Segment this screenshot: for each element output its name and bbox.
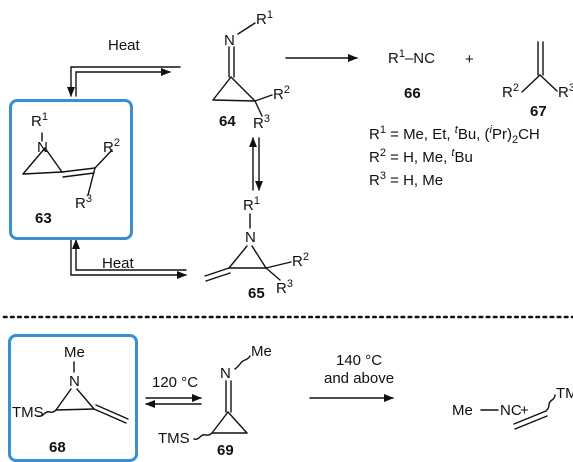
heat-label-bottom: Heat: [102, 255, 134, 272]
compound-65-r2: R2: [292, 251, 309, 270]
heat-arrow-top: [75, 68, 171, 97]
compound-68-me: Me: [64, 344, 85, 361]
compound-64-label: 64: [219, 113, 236, 130]
compound-64-r3: R3: [253, 113, 270, 132]
compound-64-structure: [212, 22, 273, 117]
product-tms: TMS: [556, 385, 573, 402]
compound-67-label: 67: [530, 103, 547, 120]
compound-66-label: 66: [404, 85, 421, 102]
compound-69-structure: [193, 355, 251, 440]
plus-lower-sign: +: [520, 402, 529, 419]
compound-67-structure: [521, 41, 558, 93]
compound-63-r2: R2: [103, 137, 120, 156]
compound-68-label: 68: [49, 439, 66, 456]
compound-65-structure: [204, 213, 292, 282]
compound-63-label: 63: [35, 210, 52, 227]
compound-68-structure: [37, 361, 129, 424]
compound-66-formula: R1–NC: [388, 48, 435, 67]
product-isocyanide-group: NC: [500, 402, 522, 419]
compound-69-label: 69: [217, 442, 234, 459]
condition-140-line2: and above: [324, 370, 395, 387]
compound-69-tms: TMS: [158, 430, 190, 447]
heat-arrow-top-return: [67, 66, 181, 97]
compound-65-r1: R1: [243, 195, 260, 214]
heat-arrow-bottom: [70, 239, 187, 279]
compound-63-r1: R1: [31, 111, 48, 130]
r2-definition: R2 = H, Me, tBu: [369, 147, 473, 166]
r3-definition: R3 = H, Me: [369, 170, 444, 189]
compound-63-n: N: [37, 139, 48, 156]
compound-69-n: N: [220, 365, 231, 382]
compound-64-r2: R2: [273, 84, 290, 103]
condition-120: 120 °C: [152, 374, 199, 391]
product-methyl: Me: [452, 402, 473, 419]
compound-68-n: N: [69, 373, 80, 390]
condition-140-line1: 140 °C: [336, 352, 383, 369]
compound-65-label: 65: [248, 285, 265, 302]
compound-65-n: N: [245, 229, 256, 246]
compound-68-highlight: [8, 334, 138, 462]
heat-label-top: Heat: [108, 37, 140, 54]
compound-68-tms: TMS: [12, 404, 44, 421]
plus-upper: +: [465, 51, 474, 68]
compound-63-structure: [22, 132, 113, 196]
compound-63-r3: R3: [75, 193, 92, 212]
r1-definition: R1 = Me, Et, tBu, (iPr)2CH: [369, 124, 540, 146]
alkene-product-structure: [513, 394, 556, 430]
compound-67-r3: R3: [558, 82, 573, 101]
compound-65-r3: R3: [276, 278, 293, 297]
compound-67-r2: R2: [502, 82, 519, 101]
compound-64-r1: R1: [256, 9, 273, 28]
compound-69-me: Me: [251, 343, 272, 360]
heat-arrow-bottom-return: [72, 239, 187, 271]
compound-63-highlight: [9, 99, 133, 240]
compound-64-n: N: [224, 32, 235, 49]
